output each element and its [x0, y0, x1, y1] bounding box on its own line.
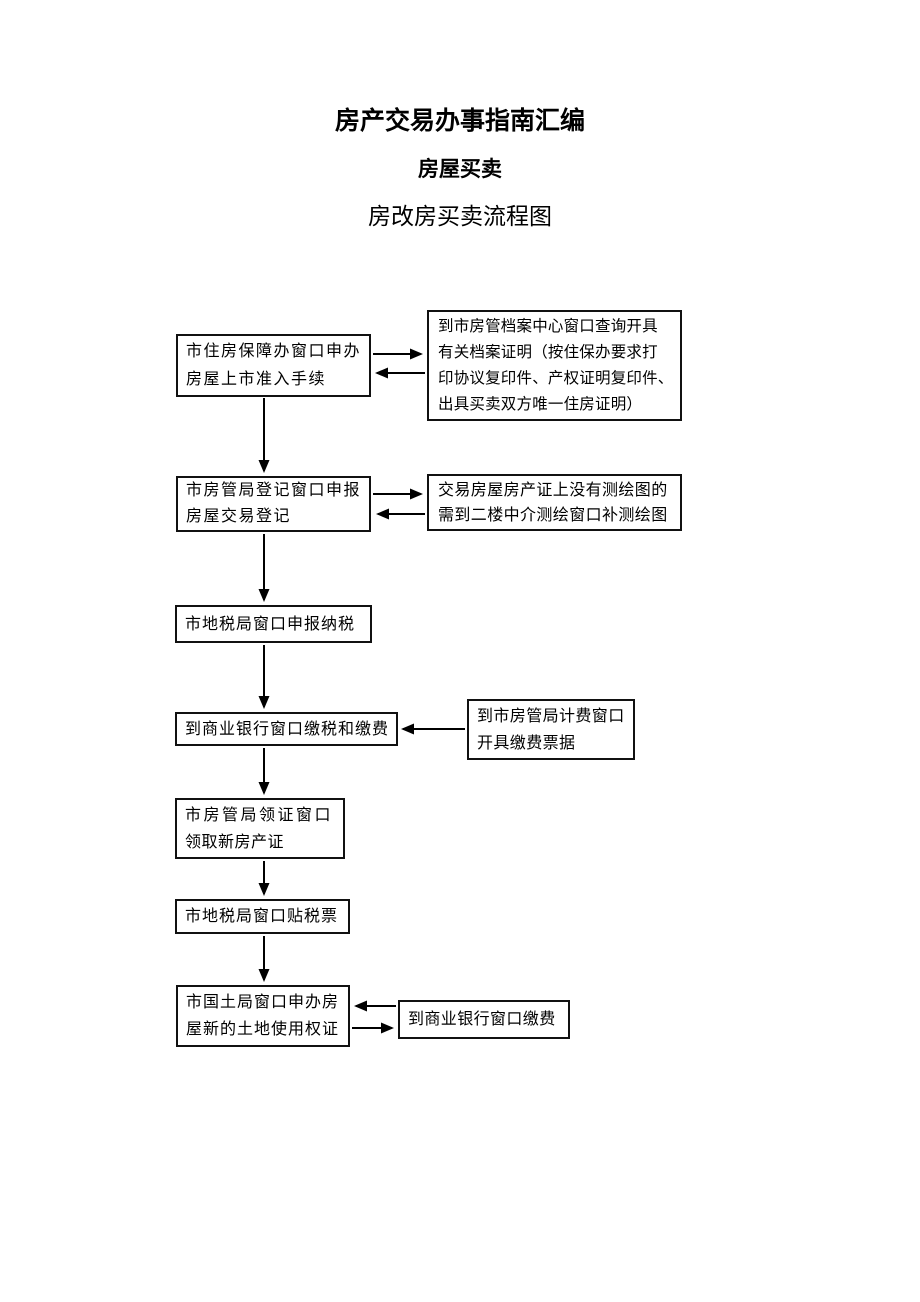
flow-box-bank-pay-fee: 到商业银行窗口缴费	[398, 1000, 570, 1039]
flow-box-line: 屋新的土地使用权证	[186, 1021, 340, 1038]
flow-box-line: 市地税局窗口贴税票	[185, 908, 339, 925]
flow-box-line: 市住房保障办窗口申办	[186, 342, 362, 360]
flow-box-line: 到商业银行窗口缴税和缴费	[185, 720, 390, 738]
flow-box-registration-window: 市房管局登记窗口申报 房屋交易登记	[176, 476, 371, 532]
flow-box-line: 有关档案证明（按住保办要求打	[438, 343, 658, 361]
flow-box-line: 印协议复印件、产权证明复印件、	[438, 369, 674, 387]
flow-box-certificate-collection: 市房管局领证窗口 领取新房产证	[175, 798, 345, 859]
flow-box-fee-calculation-window: 到市房管局计费窗口 开具缴费票据	[467, 699, 635, 760]
flow-box-line: 市地税局窗口申报纳税	[185, 615, 356, 633]
flow-box-line: 出具买卖双方唯一住房证明）	[438, 395, 643, 413]
document-subtitle: 房屋买卖	[418, 158, 502, 181]
flow-box-tax-stamp-window: 市地税局窗口贴税票	[175, 899, 350, 934]
flow-box-line: 房屋上市准入手续	[186, 370, 327, 388]
flow-box-housing-security-office: 市住房保障办窗口申办 房屋上市准入手续	[176, 334, 371, 397]
flow-box-line: 领取新房产证	[185, 833, 285, 851]
flow-box-line: 到商业银行窗口缴费	[408, 1011, 556, 1028]
flow-box-land-bureau-window: 市国土局窗口申办房 屋新的土地使用权证	[176, 985, 350, 1047]
flow-box-surveying-window: 交易房屋房产证上没有测绘图的 需到二楼中介测绘窗口补测绘图	[427, 474, 682, 531]
flow-box-tax-declaration: 市地税局窗口申报纳税	[175, 605, 372, 643]
flow-box-line: 房屋交易登记	[186, 508, 292, 525]
flow-box-bank-pay-tax-and-fee: 到商业银行窗口缴税和缴费	[175, 712, 398, 746]
flow-box-line: 需到二楼中介测绘窗口补测绘图	[438, 506, 668, 524]
flow-box-archives-center: 到市房管档案中心窗口查询开具 有关档案证明（按住保办要求打 印协议复印件、产权证…	[427, 310, 682, 421]
flow-box-line: 市房管局领证窗口	[185, 806, 334, 824]
document-title: 房产交易办事指南汇编	[334, 107, 585, 135]
flow-box-line: 到市房管档案中心窗口查询开具	[438, 317, 658, 335]
flow-box-line: 开具缴费票据	[477, 734, 576, 752]
flow-box-line: 市房管局登记窗口申报	[186, 482, 362, 499]
diagram-title: 房改房买卖流程图	[368, 203, 552, 229]
flow-box-line: 市国土局窗口申办房	[186, 994, 340, 1011]
flow-box-line: 交易房屋房产证上没有测绘图的	[438, 481, 668, 499]
flow-box-line: 到市房管局计费窗口	[477, 707, 625, 725]
